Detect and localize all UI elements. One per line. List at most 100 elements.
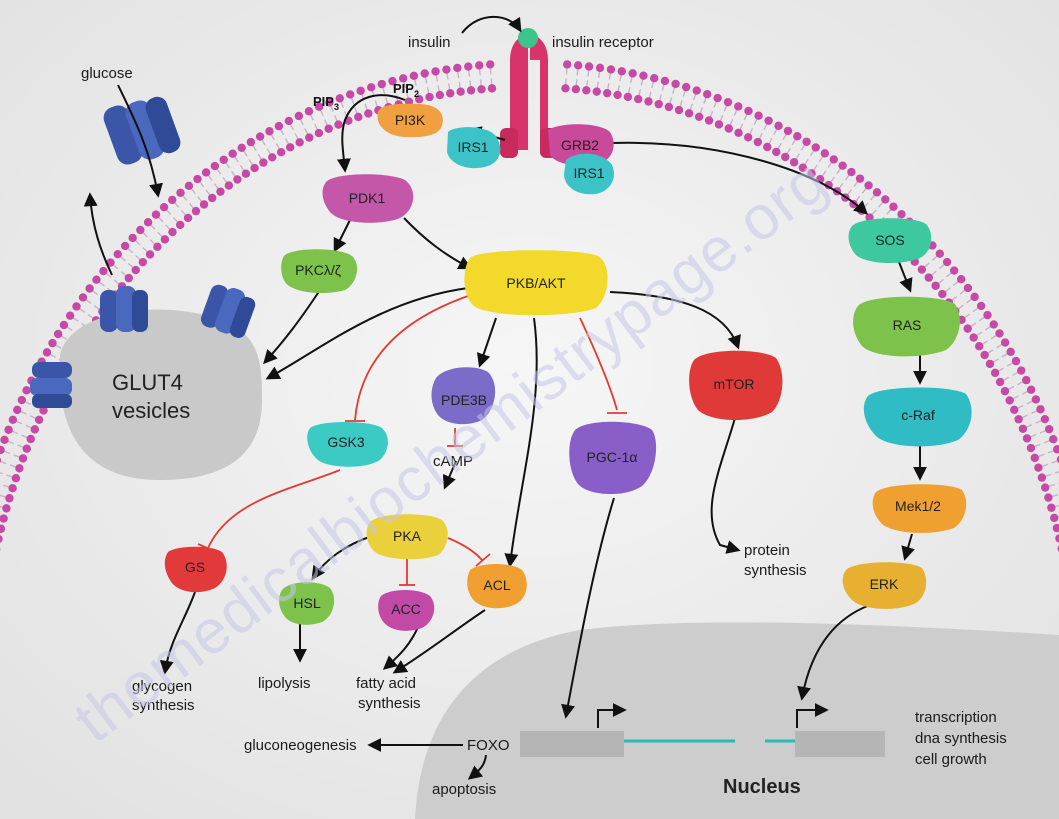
lipid-head [175,220,185,230]
lipid-head [131,265,140,275]
lipid-head [571,85,581,94]
lipid-head [233,175,242,184]
lipid-head [151,210,161,219]
lipid-head [224,181,234,190]
lipid-head [199,200,209,209]
sos-shape [848,218,932,264]
lipid-head [388,76,397,86]
lipid-head [250,163,259,173]
node-pkb-akt: PKB/AKT [464,250,608,316]
lipid-head [1047,503,1056,512]
lipid-head [1030,453,1039,463]
insulin-receptor-label: insulin receptor [552,34,654,51]
inhib-gsk3-gs [207,469,341,549]
node-gs: GS [164,546,227,593]
lipid-head [650,74,659,83]
arrow-pkb-mtor [609,291,741,350]
lipid-head [446,89,455,98]
lipid-head [963,283,973,293]
lipid-head [990,368,1000,378]
arrow-glut4-translocation [83,192,113,276]
mtor-shape [689,350,783,421]
gsk3-label: GSK3 [327,434,365,450]
lipid-head [284,116,294,126]
lipid-head [847,167,856,177]
lipid-head [475,61,484,70]
lipid-head [1049,435,1058,444]
lipid-head [734,102,743,111]
lipid-head [11,474,21,483]
pip3-label: PIP3 [313,94,339,112]
node-pgc1a: PGC-1α [569,421,657,495]
lipid-head [931,281,940,290]
gluconeogenesis-label: gluconeogenesis [244,737,357,754]
grb2-shape [548,124,614,166]
node-pdk1: PDK1 [322,174,414,223]
arrow-pkb-pde3b [476,317,497,368]
lipid-head [53,329,63,339]
lipid-head [143,218,153,227]
lipid-head [377,79,387,89]
pdk1-shape [322,174,414,223]
lipid-head [176,188,185,197]
lipid-head [684,109,694,118]
fatty-acid-label: fatty acid [356,675,416,692]
lipid-head [216,187,225,196]
inhib-pka-acl [447,537,483,561]
node-sos: SOS [848,218,932,264]
lipid-head [276,148,286,157]
pdk1-label: PDK1 [349,190,386,206]
lipid-head [442,65,451,74]
pgc1a-shape [569,421,657,495]
lipid-tail [1054,471,1059,474]
node-irs1-a: IRS1 [447,127,501,169]
lipid-head [1040,483,1050,492]
protein-synthesis-label: synthesis [744,562,807,579]
arrow-insulin-receptor [461,16,522,34]
lipid-head [268,153,277,162]
lipid-head [764,116,773,125]
gene-right [765,703,885,757]
lipid-head [0,435,9,445]
lipid-head [183,213,193,223]
node-hsl: HSL [279,582,335,625]
lipid-head [404,97,414,106]
lipid-head [409,71,419,81]
acl-label: ACL [483,577,510,593]
node-pka: PKA [366,514,448,560]
lipid-head [367,83,376,92]
lipid-head [1022,434,1032,443]
lipid-head [1022,375,1031,385]
lipid-head [734,128,743,138]
node-irs1-b: IRS1 [564,153,615,195]
node-pde3b: PDE3B [431,367,496,425]
glycogen-label: glycogen [132,678,192,695]
lipid-head [4,425,13,434]
lipid-head [295,138,304,147]
pkb-shape [464,250,608,316]
arrow-mek-erk [901,533,915,561]
lipid-head [1040,414,1050,424]
lipid-head [634,94,643,104]
lipid-head [743,133,753,142]
lipid-head [466,86,476,95]
lipid-head [753,137,762,147]
lipid-head [811,143,820,152]
lipid-head [314,128,324,138]
lipid-head [807,169,816,178]
node-mek12: Mek1/2 [872,484,967,533]
lipid-head [425,92,434,102]
lipid-head [246,137,256,147]
lipid-head [259,158,268,167]
lipid-head [168,195,177,205]
lipid-head [820,149,830,158]
node-acl: ACL [467,564,527,609]
insulin-molecule [518,28,538,48]
lipid-head [963,324,972,333]
lipid-head [980,350,989,360]
lipid-head [1052,523,1059,533]
arrow-pkc-glut4 [263,289,321,365]
lipid-head [92,275,101,284]
lipid-head [431,67,440,76]
